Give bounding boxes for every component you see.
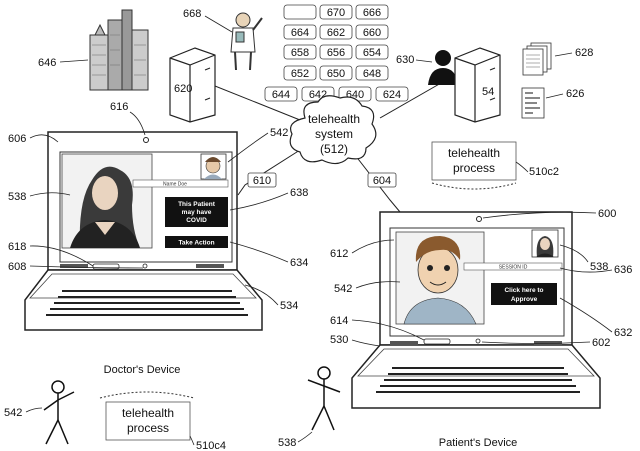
approve-line2: Approve <box>511 296 538 303</box>
process-top-line1: telehealth <box>448 146 500 160</box>
connector-610: 610 <box>247 172 277 188</box>
cloud-title-line1: telehealth <box>308 112 360 126</box>
ref-668: 668 <box>183 8 201 20</box>
connector-604-label: 604 <box>373 175 391 187</box>
ref-530: 530 <box>330 334 348 346</box>
grid-664: 664 <box>291 27 309 39</box>
grid-666: 666 <box>363 7 381 19</box>
ref-538-doctor: 538 <box>8 191 26 203</box>
approve-button[interactable]: Click here to Approve <box>491 283 557 305</box>
patient-device-caption: Patient's Device <box>439 437 518 449</box>
covid-alert-box: This Patient may have COVID <box>165 197 228 227</box>
patient-keyboard <box>376 367 580 393</box>
connector-604: 604 <box>367 172 397 188</box>
ref-534: 534 <box>280 300 298 312</box>
covid-alert-line3: COVID <box>186 217 207 224</box>
process-top-line2: process <box>453 161 495 175</box>
ref-606: 606 <box>8 133 26 145</box>
cloud-title-line2: system <box>315 127 353 141</box>
doctor-figure-icon <box>230 12 263 71</box>
ref-616: 616 <box>110 101 128 113</box>
telehealth-system-cloud: telehealth system (512) <box>289 95 377 165</box>
connector-610-label: 610 <box>253 175 271 187</box>
ref-638: 638 <box>290 187 308 199</box>
cloud-title-line3: (512) <box>320 142 348 156</box>
ref-646: 646 <box>38 57 56 69</box>
ref-542-patient: 542 <box>334 283 352 295</box>
ref-634: 634 <box>290 257 308 269</box>
patient-laptop: SESSION ID Click here to Approve <box>351 211 601 409</box>
ref-618: 618 <box>8 241 26 253</box>
approve-line1: Click here to <box>504 287 543 294</box>
ref-510c2: 510c2 <box>529 166 559 178</box>
ref-510c4: 510c4 <box>196 440 226 451</box>
telehealth-process-box-top: telehealth process <box>431 141 517 190</box>
grid-648: 648 <box>363 68 381 80</box>
stick-figure-left-icon <box>43 380 75 445</box>
doctor-name-bar: Name Doe <box>163 182 187 188</box>
grid-658: 658 <box>291 47 309 59</box>
list-document-icon <box>521 87 545 119</box>
doctor-laptop: Name Doe This Patient may have COVID Tak… <box>24 131 263 331</box>
user-silhouette-icon <box>428 50 458 85</box>
ref-614: 614 <box>330 315 348 327</box>
covid-alert-line2: may have <box>182 209 212 216</box>
ref-620: 620 <box>174 83 192 95</box>
doctor-keyboard <box>46 290 248 316</box>
take-action-label: Take Action <box>178 240 214 247</box>
ref-542-doctor: 542 <box>270 127 288 139</box>
server-54-icon <box>454 47 501 123</box>
ref-630: 630 <box>396 54 414 66</box>
ref-628: 628 <box>575 47 593 59</box>
grid-660: 660 <box>363 27 381 39</box>
ref-602: 602 <box>592 337 610 349</box>
grid-662: 662 <box>327 27 345 39</box>
take-action-button[interactable]: Take Action <box>165 236 228 248</box>
doctor-thumbnail <box>531 229 559 258</box>
grid-652: 652 <box>291 68 309 80</box>
grid-650: 650 <box>327 68 345 80</box>
covid-alert-line1: This Patient <box>178 201 216 208</box>
patient-session-bar: SESSION ID <box>499 265 528 271</box>
grid-656: 656 <box>327 47 345 59</box>
grid-670: 670 <box>327 7 345 19</box>
ref-54: 54 <box>482 86 494 98</box>
server-620-icon <box>169 47 216 123</box>
ref-636: 636 <box>614 264 632 276</box>
ref-608: 608 <box>8 261 26 273</box>
patient-thumbnail <box>200 153 227 180</box>
ref-538-patient: 538 <box>590 261 608 273</box>
ref-612: 612 <box>330 248 348 260</box>
doctor-device-caption: Doctor's Device <box>104 364 181 376</box>
stick-figure-right-icon <box>307 366 341 431</box>
patient-video-feed <box>395 231 485 325</box>
process-bottom-line1: telehealth <box>122 406 174 420</box>
grid-644: 644 <box>272 89 290 101</box>
building-icon <box>89 9 149 91</box>
grid-624: 624 <box>383 89 401 101</box>
ref-632: 632 <box>614 327 632 339</box>
doctor-video-feed <box>61 153 153 249</box>
data-grid: 670 666 664 662 660 658 656 654 652 650 … <box>264 4 409 102</box>
telehealth-process-box-bottom: telehealth process <box>99 391 195 441</box>
documents-icon <box>522 42 552 76</box>
ref-542-figure: 542 <box>4 407 22 419</box>
ref-538-figure: 538 <box>278 437 296 449</box>
ref-626: 626 <box>566 88 584 100</box>
ref-600: 600 <box>598 208 616 220</box>
process-bottom-line2: process <box>127 421 169 435</box>
grid-654: 654 <box>363 47 381 59</box>
